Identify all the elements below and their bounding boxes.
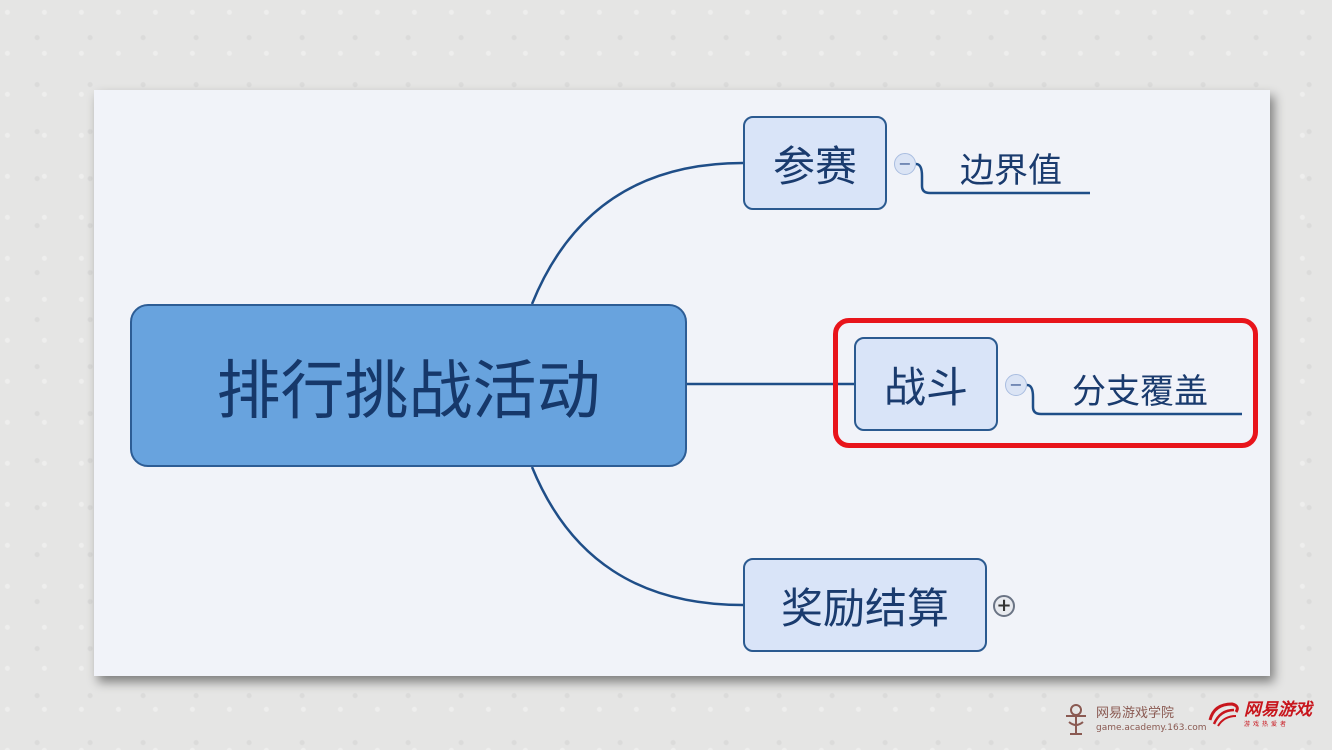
highlight-box [833,318,1258,448]
netease-games-logo: 网易游戏 游戏热爱者 [1206,698,1312,730]
connector-zhandou-fenzhi [1026,383,1242,416]
collapse-toggle-icon[interactable]: − [894,153,916,175]
topic-jiangli[interactable]: 奖励结算 [743,558,987,652]
collapse-toggle-icon[interactable]: − [1005,374,1027,396]
academy-name: 网易游戏学院 [1096,706,1175,721]
academy-emblem-icon [1066,704,1086,735]
expand-toggle-icon[interactable]: + [993,595,1015,617]
topic-zhandou-label: 战斗 [883,362,968,412]
connector-root-cansai [530,161,744,305]
netease-swirl-icon [1208,702,1239,727]
topic-cansai[interactable]: 参赛 [743,116,887,210]
academy-url: game.academy.163.com [1096,723,1207,733]
topic-zhandou[interactable]: 战斗 [854,337,998,431]
netease-tagline: 游戏热爱者 [1244,720,1290,728]
connector-cansai-bianjie [915,162,1090,195]
academy-logo: 网易游戏学院 game.academy.163.com [1062,700,1207,740]
subtopic-bianjie[interactable]: 边界值 [960,151,1062,191]
netease-name: 网易游戏 [1244,699,1312,720]
connector-root-jiangli [530,466,744,607]
topic-jiangli-label: 奖励结算 [780,583,949,633]
root-topic[interactable]: 排行挑战活动 [130,304,687,467]
root-topic-label: 排行挑战活动 [216,354,601,429]
subtopic-fenzhi[interactable]: 分支覆盖 [1072,372,1208,412]
topic-cansai-label: 参赛 [772,141,857,191]
